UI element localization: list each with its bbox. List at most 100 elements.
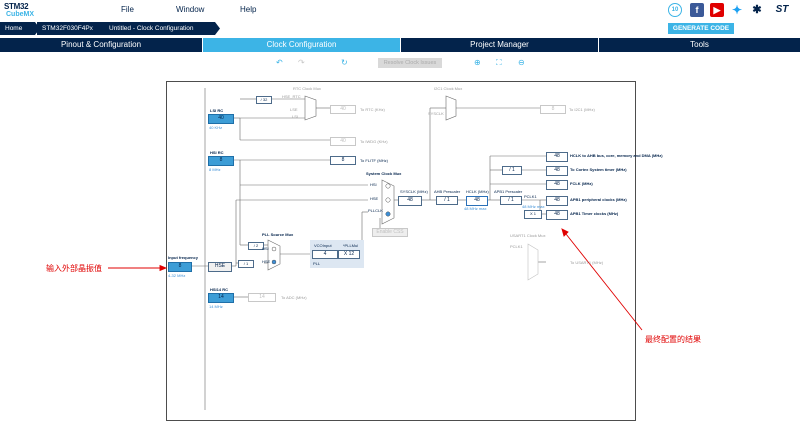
rtc-clock-mux-label: RTC Clock Mux <box>293 86 321 91</box>
network-icon[interactable]: ✱ <box>750 3 764 17</box>
pclk1-label: PCLK1 <box>524 194 537 199</box>
vco-input-label: VCOInput <box>314 243 332 248</box>
vco-input-value: 4 <box>312 250 338 259</box>
pllmul-select[interactable]: X 12 <box>338 250 360 259</box>
iwdg-value: 40 <box>330 137 356 146</box>
breadcrumb-mcu[interactable]: STM32F030F4Px <box>37 22 112 35</box>
ahb-prescaler-label: AHB Prescaler <box>434 189 461 194</box>
output-cortex-label: To Cortex System timer (MHz) <box>570 167 627 172</box>
cortex-timer-divider[interactable]: / 1 <box>502 166 522 175</box>
lse-label: LSE <box>290 107 298 112</box>
tab-project-manager[interactable]: Project Manager <box>401 38 598 52</box>
output-cortex-value: 48 <box>546 166 568 176</box>
timer-multiplier: X 1 <box>524 210 542 219</box>
usart1-mux-label: USART1 Clock Mux <box>510 233 546 238</box>
tab-clock-configuration[interactable]: Clock Configuration <box>203 38 400 52</box>
rtc-div32: / 32 <box>256 96 272 104</box>
i2c1-value: 8 <box>540 105 566 114</box>
to-i2c1-label: To I2C1 (MHz) <box>569 107 595 112</box>
hsi14-rc-value: 14 <box>208 293 234 303</box>
st-logo-icon[interactable]: ST <box>770 3 794 17</box>
output-fclk-label: FCLK (MHz) <box>570 181 593 186</box>
breadcrumb-project[interactable]: Untitled - Clock Configuration <box>104 22 220 35</box>
hclk-label: HCLK (MHz) <box>466 189 489 194</box>
output-hclk-ahb-label: HCLK to AHB bus, core, memory and DMA (M… <box>570 153 663 158</box>
sys-mux-pllclk-input: PLLCLK <box>368 208 383 213</box>
i2c1-clock-mux[interactable] <box>445 95 457 121</box>
hsi-rc-label: HSI RC <box>210 150 224 155</box>
input-frequency-value[interactable]: 8 <box>168 262 192 272</box>
resolve-clock-issues-button[interactable]: Resolve Clock Issues <box>378 58 442 68</box>
youtube-icon[interactable]: ▶ <box>710 3 724 17</box>
hclk-max: 48 MHz max <box>464 206 487 211</box>
ahb-prescaler-select[interactable]: / 1 <box>436 196 458 205</box>
hsi14-freq: 14 MHz <box>209 304 223 309</box>
rtc-value: 40 <box>330 105 356 114</box>
redo-icon[interactable]: ↷ <box>298 58 305 67</box>
annotation-final-result: 最终配置的结果 <box>645 335 701 344</box>
refresh-icon[interactable]: ↻ <box>341 58 348 67</box>
undo-icon[interactable]: ↶ <box>276 58 283 67</box>
input-frequency-range: 4-32 MHz <box>168 273 186 278</box>
anniversary-icon[interactable]: 10 <box>668 3 682 17</box>
input-frequency-label: Input frequency <box>168 255 199 260</box>
sysclk-value: 48 <box>398 196 422 206</box>
to-usart1-label: To USART1 (MHz) <box>570 260 604 265</box>
lsi-freq: 40 KHz <box>209 125 223 130</box>
hse-block: HSE <box>208 262 232 272</box>
hsi14-rc-label: HSI14 RC <box>210 287 229 292</box>
sysclk-label: SYSCLK (MHz) <box>400 189 428 194</box>
sys-mux-radio-hsi[interactable] <box>385 183 391 189</box>
twitter-icon[interactable]: ✦ <box>730 3 744 17</box>
output-fclk-value: 48 <box>546 180 568 190</box>
pll-source-mux[interactable] <box>267 239 281 271</box>
hse-rtc-label: HSE_RTC <box>282 94 301 99</box>
pll-hse-input: HSE <box>262 259 271 264</box>
lsi-rc-value: 40 <box>208 114 234 124</box>
zoom-out-icon[interactable]: ⊖ <box>518 58 525 67</box>
output-apb1-peripheral-value: 48 <box>546 196 568 206</box>
apb1-prescaler-label: APB1 Prescaler <box>494 189 523 194</box>
pllmul-label: *PLLMul <box>343 243 359 248</box>
sys-mux-radio-pllclk[interactable] <box>385 211 391 217</box>
flitf-value: 8 <box>330 156 356 165</box>
breadcrumb-home[interactable]: Home <box>0 22 40 35</box>
pclk1-max: 48 MHz max <box>522 204 545 209</box>
i2c-sysclk-input: SYSCLK <box>428 111 444 116</box>
pll-radio-hse[interactable] <box>271 259 277 265</box>
pll-hsi-input: HSI <box>262 246 269 251</box>
pll-radio-hsi[interactable] <box>271 246 277 252</box>
logo-line2: CubeMX <box>6 11 34 18</box>
i2c1-mux-label: I2C1 Clock Mux <box>434 86 463 91</box>
clock-tree-canvas <box>166 81 636 421</box>
apb1-prescaler-select[interactable]: / 1 <box>500 196 522 205</box>
to-iwdg-label: To IWDG (KHz) <box>360 139 388 144</box>
logo-line1: STM32 <box>4 2 29 11</box>
pll-label: PLL <box>313 261 321 266</box>
menu-window[interactable]: Window <box>176 5 205 14</box>
system-clock-mux-label: System Clock Mux <box>366 171 402 176</box>
tab-pinout[interactable]: Pinout & Configuration <box>0 38 202 52</box>
pll-hsi-div2: / 2 <box>248 242 264 250</box>
output-apb1-timer-label: APB1 Timer clocks (MHz) <box>570 211 619 216</box>
menu-file[interactable]: File <box>121 5 134 14</box>
zoom-in-icon[interactable]: ⊕ <box>474 58 481 67</box>
to-adc-label: To ADC (MHz) <box>281 295 307 300</box>
pll-prediv[interactable]: / 1 <box>238 260 254 268</box>
lsi-rc-label: LSI RC <box>210 108 224 113</box>
to-flitf-label: To FLITF (MHz) <box>360 158 388 163</box>
adc-value: 14 <box>248 293 276 302</box>
usart1-clock-mux[interactable] <box>527 243 539 281</box>
menu-help[interactable]: Help <box>240 5 257 14</box>
enable-css-button[interactable]: Enable CSS <box>372 228 408 237</box>
generate-code-button[interactable]: GENERATE CODE <box>668 23 734 34</box>
fit-icon[interactable]: ⛶ <box>496 58 502 67</box>
facebook-icon[interactable]: f <box>690 3 704 17</box>
hclk-value[interactable]: 48 <box>466 196 488 206</box>
rtc-clock-mux[interactable] <box>304 95 317 121</box>
tab-tools[interactable]: Tools <box>599 38 800 52</box>
stm32cubemx-logo: STM32 CubeMX <box>4 2 34 20</box>
sys-mux-hse-input: HSE <box>370 196 379 201</box>
sys-mux-radio-hse[interactable] <box>385 197 391 203</box>
